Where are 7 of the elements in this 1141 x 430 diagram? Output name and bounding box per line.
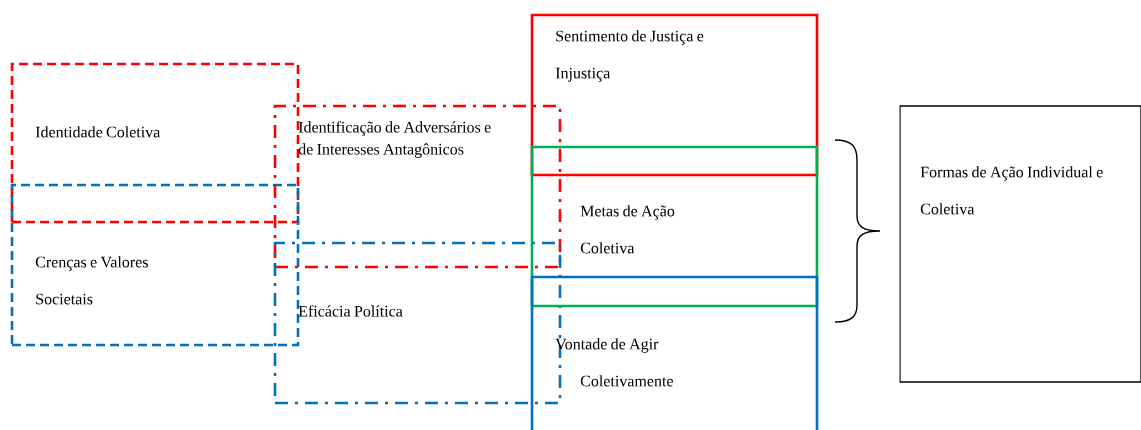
- box: Identidade Coletiva: [10, 62, 300, 224]
- box: Formas de Ação Individual e Coletiva: [899, 105, 1141, 383]
- box: Crenças e Valores Societais: [10, 183, 300, 347]
- box: Sentimento de Justiça e Injustiça: [530, 13, 819, 177]
- box: Vontade de Agir Coletivamente: [530, 275, 819, 430]
- box: Identificação de Adversários e de Interesses Antagônicos: [273, 104, 562, 269]
- box: Metas de Ação Coletiva: [530, 145, 819, 308]
